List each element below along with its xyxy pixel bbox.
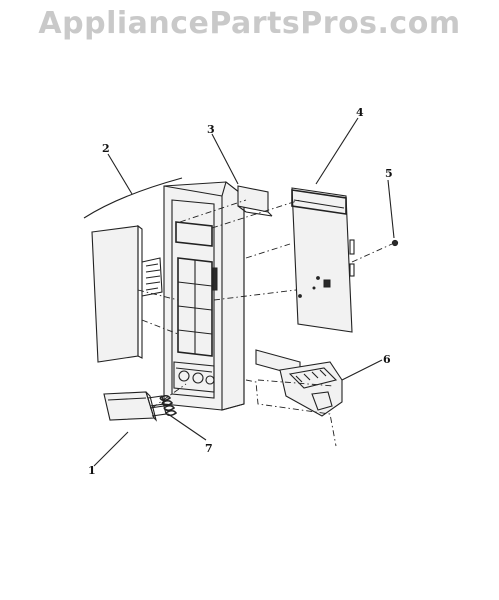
callout-1: 1 (88, 464, 96, 477)
part-2-bracket (83, 177, 183, 219)
watermark-logo: AppliancePartsPros.com (38, 6, 461, 41)
callout-labels: 1 2 3 4 5 6 7 (88, 106, 393, 477)
callout-7: 7 (205, 442, 213, 455)
part-5-screw[interactable] (391, 239, 399, 247)
part-2-overlay-panel[interactable] (91, 224, 163, 363)
callout-4: 4 (356, 106, 364, 119)
callout-6: 6 (383, 353, 391, 366)
callout-3: 3 (207, 123, 215, 136)
leader-lines (93, 117, 395, 467)
callout-2: 2 (102, 142, 110, 155)
part-7-spring[interactable] (159, 394, 178, 417)
part-4-control-board[interactable] (291, 187, 355, 333)
control-panel-housing[interactable] (163, 181, 245, 411)
part-6-relay-assembly[interactable] (255, 349, 343, 417)
part-1-door-button[interactable] (103, 391, 167, 422)
callout-5: 5 (385, 167, 393, 180)
assembly-guide-lines (137, 199, 393, 447)
part-3-window-lens[interactable] (237, 185, 273, 217)
